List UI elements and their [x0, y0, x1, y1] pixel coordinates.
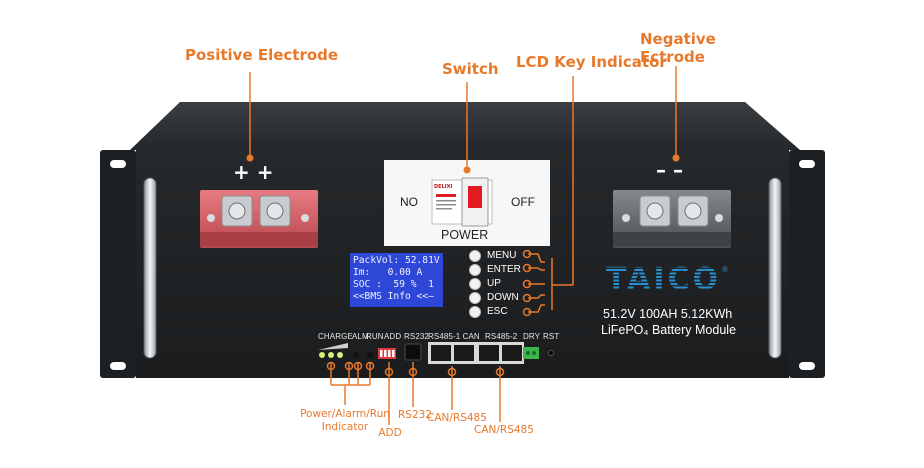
up-key-button[interactable] — [469, 278, 481, 290]
negative-terminal — [613, 190, 731, 248]
spec-line-1: 51.2V 100AH 5.12KWh — [603, 307, 733, 321]
callout-negative-electrode: Negative Ectrode — [640, 30, 716, 66]
positive-signs: + + — [233, 160, 274, 184]
esc-key-label: ESC — [487, 306, 508, 317]
menu-key-label: MENU — [487, 250, 517, 261]
brand-registered-mark: ® — [722, 265, 728, 274]
lcd-line-bms: <<BMS Info <<— — [353, 291, 434, 302]
menu-key-button[interactable] — [469, 250, 481, 262]
callout-dots — [246, 154, 680, 377]
left-handle — [143, 177, 157, 359]
callout-negative-line1: Negative — [640, 30, 716, 48]
right-bracket — [789, 150, 825, 378]
callout-switch: Switch — [442, 60, 499, 78]
run-label: RUN — [366, 332, 384, 341]
callout-can-rs485-1: CAN/RS485 — [427, 412, 487, 424]
charge-led-3 — [337, 352, 343, 358]
up-key-label: UP — [487, 278, 501, 289]
callout-positive-electrode: Positive Electrode — [185, 46, 339, 64]
lcd-screen: PackVol: 52.81V Im: 0.00 A SOC : 59 % 1 … — [350, 253, 443, 307]
dry-label: DRY — [523, 332, 541, 341]
right-handle — [768, 177, 782, 359]
callout-indicator-line2: Indicator — [321, 421, 369, 433]
lcd-line-current: Im: 0.00 A — [353, 267, 423, 278]
charge-label: CHARGE — [318, 332, 353, 341]
callout-rs232: RS232 — [397, 409, 432, 421]
enter-key-button[interactable] — [469, 264, 481, 276]
rs485-2-label: RS485-2 — [485, 332, 518, 341]
negative-signs: – – — [656, 158, 683, 182]
switch-no-label: NO — [400, 195, 418, 209]
charge-led-1 — [319, 352, 325, 358]
power-switch-toggle[interactable] — [462, 178, 488, 226]
charge-led-2 — [328, 352, 334, 358]
dry-contact — [523, 347, 539, 359]
add-label: ADD — [384, 332, 402, 341]
run-led — [367, 352, 373, 358]
breaker — [431, 177, 493, 227]
rst-hole — [548, 350, 554, 356]
down-key-button[interactable] — [469, 292, 481, 304]
callout-indicator-line1: Power/Alarm/Run — [300, 408, 390, 420]
callout-add: ADD — [378, 427, 402, 439]
rs485-2-ports — [476, 342, 524, 364]
chassis-top — [130, 102, 800, 150]
left-bracket — [100, 150, 136, 378]
alm-label: ALM — [352, 332, 369, 341]
callout-lcd-key-indicator: LCD Key Indicator — [516, 53, 667, 71]
callout-can-rs485-2: CAN/RS485 — [474, 424, 534, 436]
enter-key-label: ENTER — [487, 264, 521, 275]
switch-power-label: POWER — [441, 228, 489, 242]
rs232-port — [404, 343, 422, 361]
callout-negative-line2: Ectrode — [640, 48, 705, 66]
down-key-label: DOWN — [487, 292, 519, 303]
add-dip-switch — [378, 348, 396, 359]
rst-label: RST — [543, 332, 560, 341]
alm-led — [353, 352, 359, 358]
lcd-line-soc: SOC : 59 % 1 — [353, 279, 434, 290]
rs485-1-can-ports — [428, 342, 476, 364]
esc-key-button[interactable] — [469, 306, 481, 318]
rs485-1-can-label: RS485-1 CAN — [428, 332, 480, 341]
lcd-line-packvol: PackVol: 52.81V — [353, 255, 440, 266]
spec-line-2: LiFePO₄ Battery Module — [601, 323, 737, 337]
positive-terminal — [200, 190, 318, 248]
rs232-label: RS232 — [404, 332, 429, 341]
brand-logo: TAICO — [606, 262, 722, 297]
breaker-brand: DELIXI — [434, 184, 453, 190]
callout-indicator: Power/Alarm/Run Indicator — [295, 408, 395, 434]
callout-lines — [249, 66, 677, 425]
switch-off-label: OFF — [511, 195, 535, 209]
